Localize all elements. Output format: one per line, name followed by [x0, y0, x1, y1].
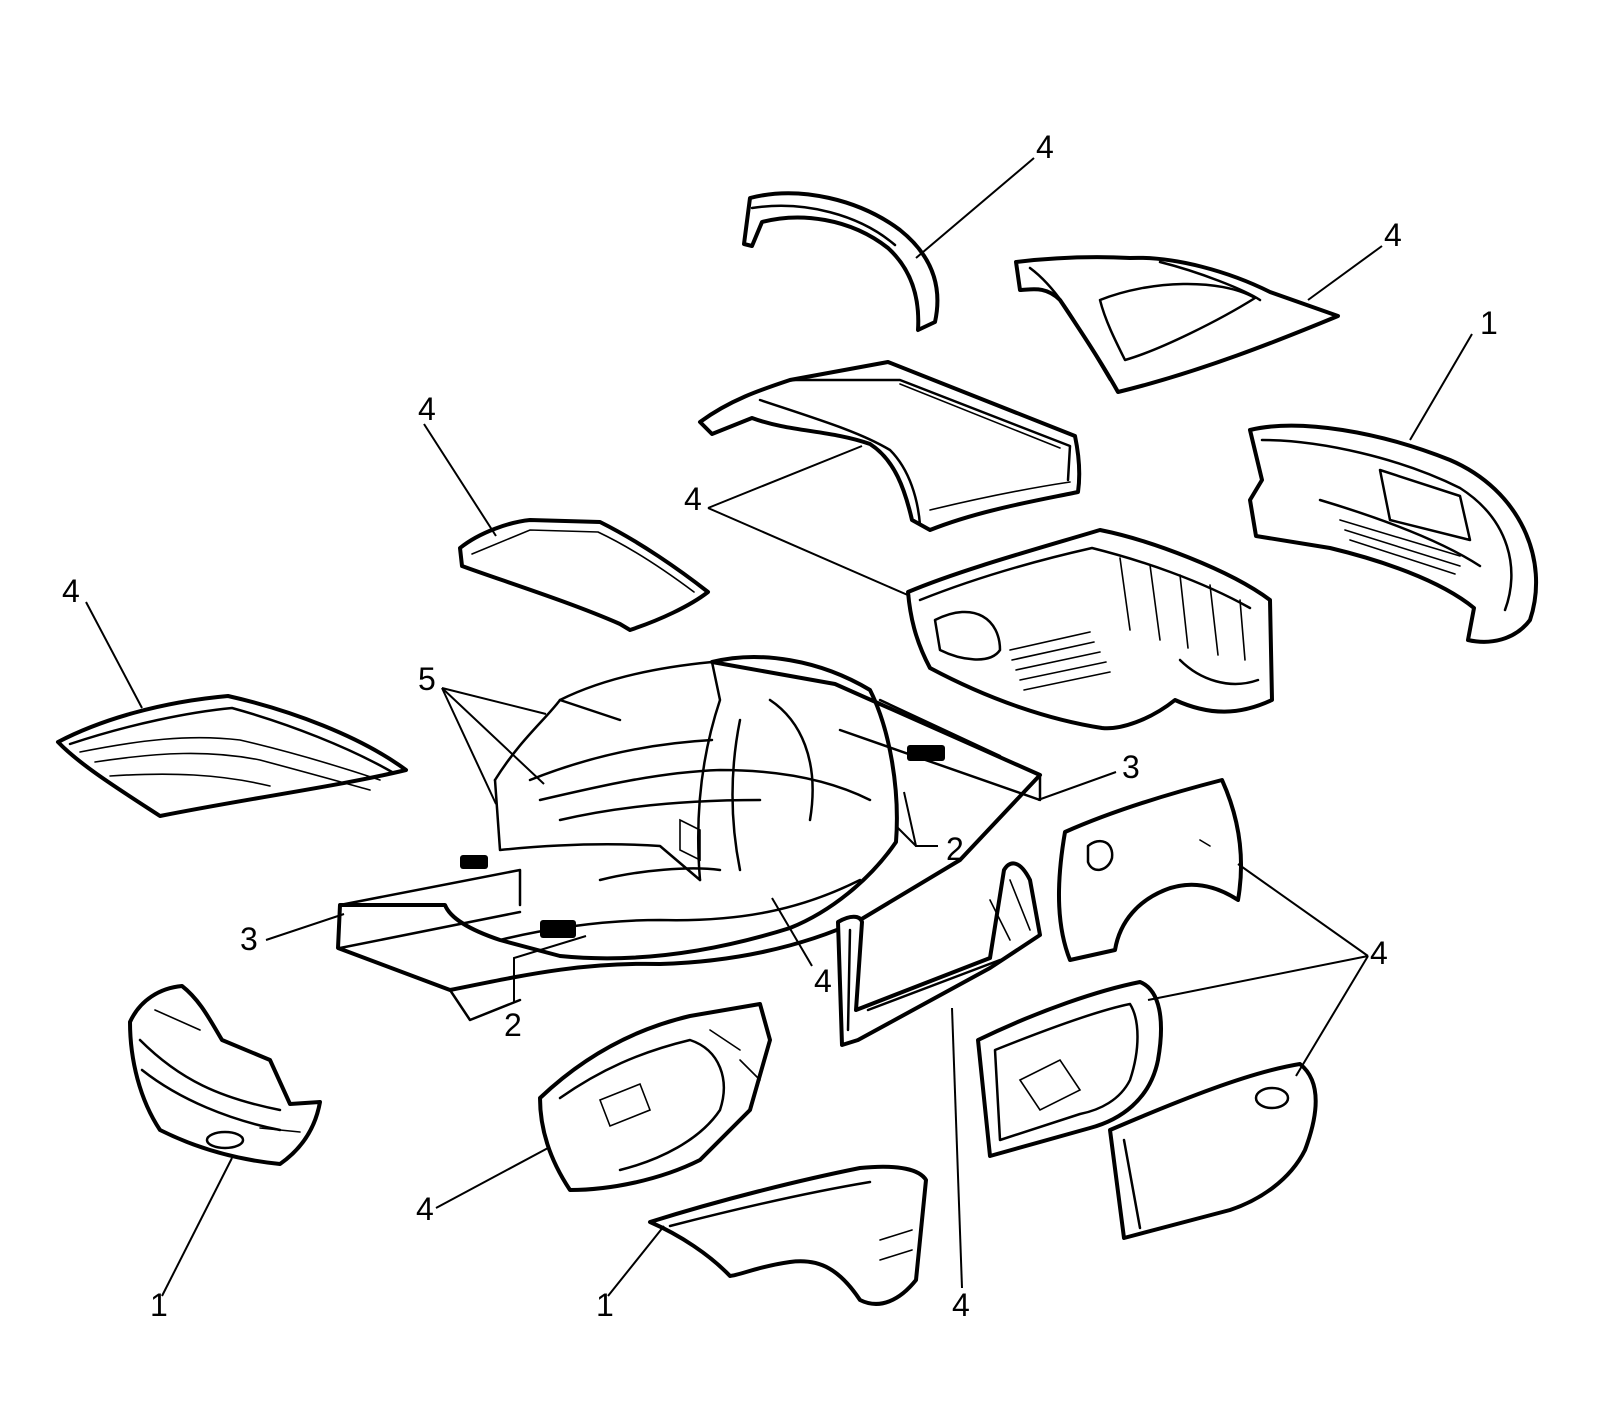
callout-roof-bow: 4	[1036, 129, 1054, 165]
callout-hood: 4	[62, 573, 80, 609]
roof-panel-part	[458, 518, 710, 632]
callout-quarter-inner: 4	[1384, 217, 1402, 253]
hood-part	[56, 694, 408, 818]
callout-floor-pan: 4	[814, 963, 832, 999]
main-frame-part	[336, 655, 1042, 1022]
callout-rocker-inner: 4	[1370, 935, 1388, 971]
callout-labels: 4 4 1 4 4 4 5 3 2 3 4 2 4 4 1 1 4	[62, 129, 1498, 1323]
front-inner-part	[538, 1002, 772, 1192]
quarter-inner-part	[1014, 255, 1340, 394]
door-outer-part	[1108, 1062, 1318, 1240]
callout-left-mounts: 2	[504, 1007, 522, 1043]
callout-rear-fascia: 1	[1480, 305, 1498, 341]
callout-front-fender: 1	[596, 1287, 614, 1323]
callout-rear-rail: 3	[1122, 749, 1140, 785]
rocker-frame-part	[836, 861, 1042, 1047]
rear-compartment-part	[906, 528, 1274, 731]
callout-cage-bars: 5	[418, 661, 436, 697]
roof-frame-part	[698, 360, 1082, 532]
callout-front-rail: 3	[240, 921, 258, 957]
callout-rear-compartment-pair: 4	[684, 481, 702, 517]
callout-front-fascia: 1	[150, 1287, 168, 1323]
rear-fascia-part	[1248, 423, 1539, 644]
callout-front-fender-inner: 4	[416, 1191, 434, 1227]
roof-bow-part	[742, 191, 940, 332]
rear-quarter-part	[1056, 778, 1243, 962]
front-fascia-part	[128, 984, 322, 1166]
front-fender-part	[648, 1164, 928, 1306]
door-inner-part	[976, 980, 1163, 1158]
callout-right-mounts: 2	[946, 831, 964, 867]
callout-roof-panel: 4	[418, 391, 436, 427]
leader-lines	[85, 157, 1473, 1297]
callout-rocker-bottom: 4	[952, 1287, 970, 1323]
